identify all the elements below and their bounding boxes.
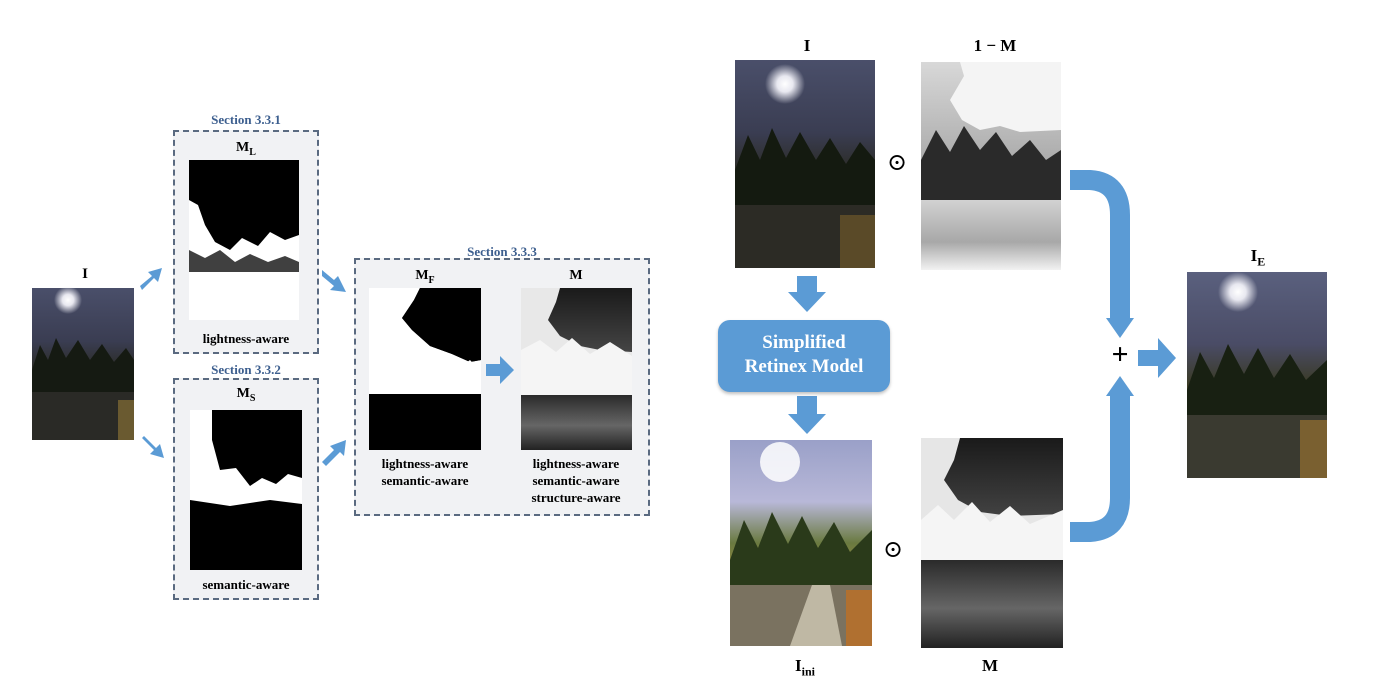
arrow-ms-to-mf [322,440,346,466]
mf-caption: lightness-aware semantic-aware [381,456,469,488]
hadamard-operator-bottom: ⊙ [883,537,904,563]
mf-label: MF [415,268,435,286]
input-label-top: I [803,36,811,55]
connector-bottom-to-plus [1070,376,1134,542]
arrow-i-to-ml [140,268,162,290]
section-331-label: Section 3.3.1 [211,112,281,127]
ms-label: MS [236,386,256,404]
arrow-ml-to-mf [322,270,346,292]
m-caption: lightness-aware semantic-aware structure… [531,456,621,505]
m-label-left: M [569,268,583,283]
retinex-line-2: Retinex Model [744,356,864,377]
output-photo [1187,272,1327,478]
ml-label: ML [236,140,256,158]
arrow-retinex-to-iini [788,396,826,434]
arrow-plus-to-output [1138,338,1176,378]
iini-label: Iini [795,656,815,679]
arrow-i-to-retinex [788,276,826,312]
m-mask-image-bottom [921,438,1063,648]
mf-mask-image [369,288,481,450]
section-333-label: Section 3.3.3 [467,244,537,259]
m-mask-image-left [521,288,632,450]
m-label-bottom: M [981,656,999,675]
ml-mask-image [189,160,299,320]
connector-top-to-plus [1070,170,1134,338]
retinex-line-1: Simplified [762,332,846,353]
retinex-model-box: Simplified Retinex Model [718,320,890,392]
input-photo-left [32,286,134,440]
one-minus-m-image [921,62,1061,270]
ms-mask-image [190,410,302,570]
ml-caption: lightness-aware [202,331,290,346]
arrow-i-to-ms [142,436,164,458]
input-label-left: I [82,266,88,282]
plus-operator: + [1111,338,1129,371]
one-minus-m-label: 1 − M [973,36,1017,55]
output-label: IE [1250,246,1266,269]
arrow-mf-to-m [486,356,514,384]
section-332-label: Section 3.3.2 [211,362,281,377]
hadamard-operator-top: ⊙ [887,150,908,176]
input-photo-top [735,60,875,268]
iini-photo [730,440,872,646]
ms-caption: semantic-aware [202,577,290,592]
